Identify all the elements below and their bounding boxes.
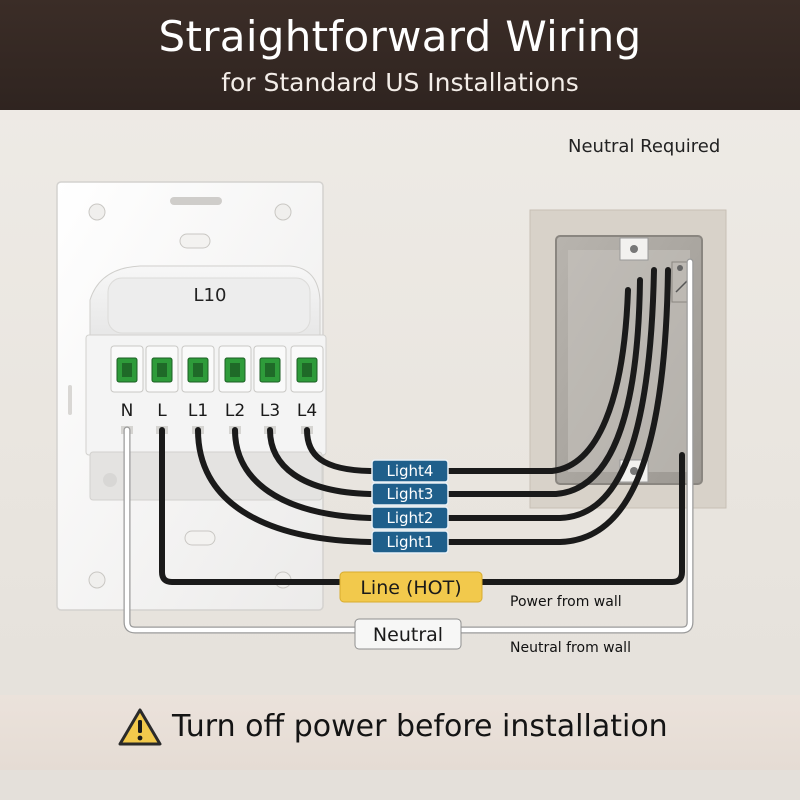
terminal-l4: L4: [290, 345, 324, 434]
terminal-l: L: [145, 345, 179, 434]
light1-wire: [195, 267, 671, 545]
terminal-l1: L1: [181, 345, 215, 434]
power-from-wall-note: Power from wall: [510, 594, 622, 610]
page-title: Straightforward Wiring: [158, 12, 642, 61]
module-model-label: L10: [194, 285, 227, 306]
terminal-label-n: N: [121, 401, 134, 421]
warning-triangle-icon: [118, 708, 162, 746]
light3-tag: Light3: [371, 482, 449, 506]
terminal-label-l1: L1: [188, 401, 208, 421]
light3-label: Light3: [387, 485, 434, 503]
terminal-label-l2: L2: [225, 401, 245, 421]
page-subtitle: for Standard US Installations: [221, 68, 579, 97]
light1-label: Light1: [387, 533, 434, 551]
neutral-required-note: Neutral Required: [568, 136, 721, 157]
terminal-label-l4: L4: [297, 401, 317, 421]
light4-tag: Light4: [371, 459, 449, 483]
light1-tag: Light1: [371, 530, 449, 554]
light3-wire: [267, 277, 643, 497]
line-hot-tag: Line (HOT): [339, 571, 483, 603]
header-banner: Straightforward Wiring for Standard US I…: [0, 0, 800, 110]
light2-wire: [232, 267, 657, 521]
warning-banner: Turn off power before installation: [0, 695, 800, 770]
light4-wire: [304, 287, 631, 474]
terminal-label-l: L: [157, 401, 167, 421]
light-tags: Light4 Light3 Light2 Light1: [371, 459, 449, 554]
neutral-from-wall-note: Neutral from wall: [510, 640, 631, 656]
warning-text: Turn off power before installation: [172, 709, 668, 744]
line-hot-label: Line (HOT): [360, 577, 461, 599]
terminal-label-l3: L3: [260, 401, 280, 421]
terminal-block: N L L1 L2 L3 L4: [110, 345, 324, 434]
light2-label: Light2: [387, 509, 434, 527]
light2-tag: Light2: [371, 506, 449, 530]
terminal-l3: L3: [253, 345, 287, 434]
neutral-label: Neutral: [373, 624, 443, 646]
neutral-tag: Neutral: [354, 618, 462, 650]
light4-label: Light4: [387, 462, 434, 480]
